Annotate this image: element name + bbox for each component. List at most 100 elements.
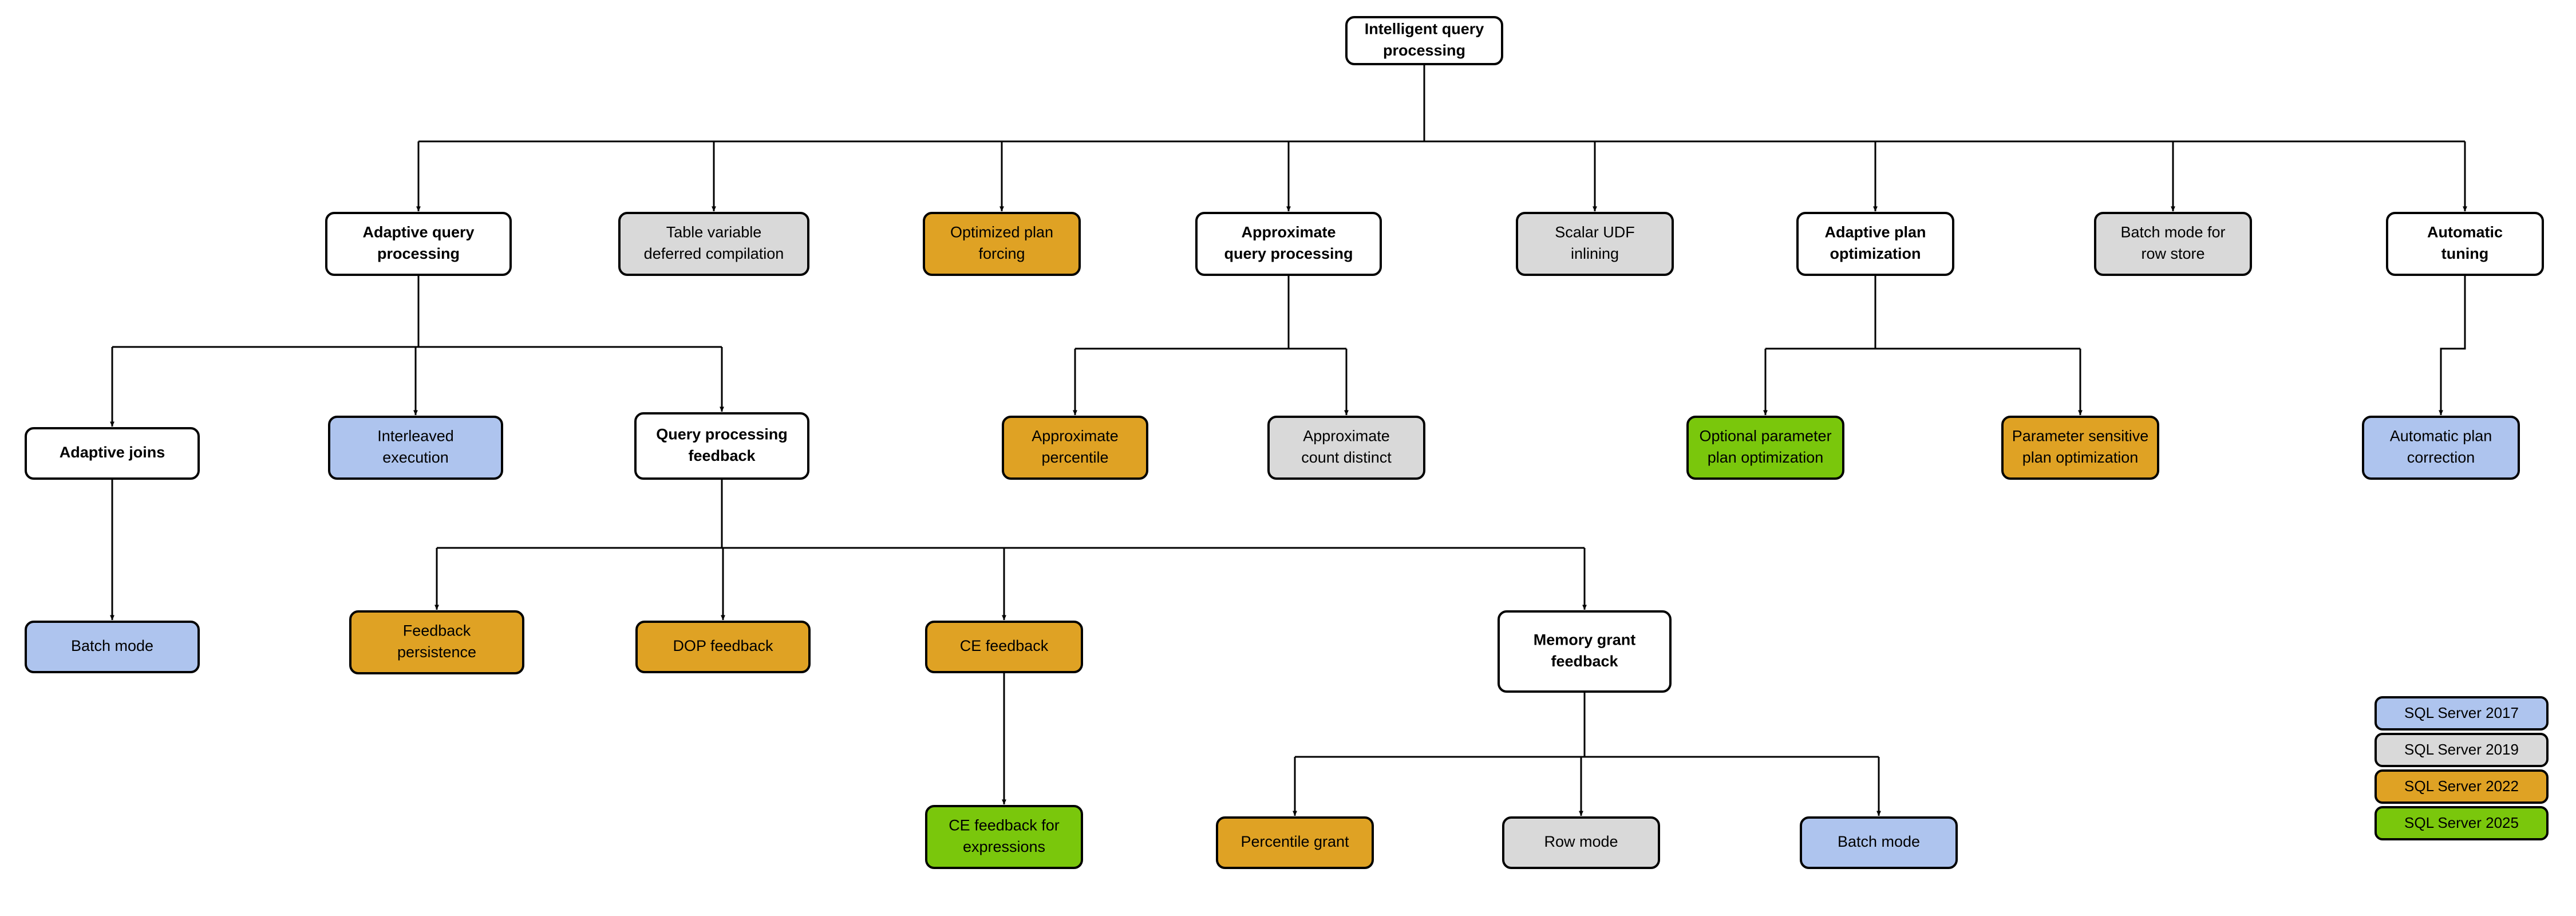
node-pctgrant[interactable]: Percentile grant: [1216, 816, 1374, 869]
node-box-interleaved[interactable]: [328, 416, 503, 480]
node-approxcd[interactable]: Approximate count distinct: [1267, 416, 1425, 480]
node-box-cefbexpr[interactable]: [925, 805, 1083, 869]
node-label-approxcd: count distinct: [1301, 449, 1392, 466]
legend-item-sql2022: SQL Server 2022: [2374, 769, 2549, 804]
legend-label-sql2022: SQL Server 2022: [2404, 777, 2519, 795]
node-box-qpf[interactable]: [634, 412, 809, 480]
node-oppo[interactable]: Optional parameter plan optimization: [1686, 416, 1844, 480]
legend-item-sql2025: SQL Server 2025: [2374, 806, 2549, 840]
node-label-oppo: plan optimization: [1708, 449, 1824, 466]
edge-group-mgf: [1293, 692, 1881, 816]
node-label-approxpct: percentile: [1041, 449, 1108, 466]
node-box-udf[interactable]: [1516, 212, 1674, 276]
node-box-cefb[interactable]: [925, 621, 1083, 673]
node-box-approxpct[interactable]: [1002, 416, 1148, 480]
node-label-apc: Automatic plan: [2390, 427, 2492, 444]
edge-group-approxqp: [1073, 275, 1349, 416]
node-label-fbpersist: persistence: [397, 643, 476, 661]
legend-swatch-sql2025: [2374, 806, 2549, 840]
node-label-mgf: feedback: [1551, 653, 1618, 670]
node-box-fbpersist[interactable]: [349, 610, 524, 674]
node-box-autotune[interactable]: [2386, 212, 2544, 276]
node-box-oppo[interactable]: [1686, 416, 1844, 480]
node-approxpct[interactable]: Approximate percentile: [1002, 416, 1148, 480]
node-box-tvdc[interactable]: [618, 212, 809, 276]
node-label-approxpct: Approximate: [1032, 427, 1119, 444]
node-apo[interactable]: Adaptive plan optimization: [1796, 212, 1954, 276]
node-label-interleaved: execution: [382, 449, 449, 466]
node-box-root[interactable]: [1345, 16, 1503, 65]
node-label-adaptivejoins: Adaptive joins: [60, 444, 165, 461]
edge-group-apo: [1763, 275, 2083, 416]
node-batchmode1[interactable]: Batch mode: [25, 621, 200, 673]
node-label-qpf: Query processing: [656, 425, 788, 443]
legend-swatch-sql2022: [2374, 769, 2549, 804]
node-box-approxqp[interactable]: [1195, 212, 1382, 276]
node-label-apo: Adaptive plan: [1824, 223, 1926, 240]
node-cefb[interactable]: CE feedback: [925, 621, 1083, 673]
node-label-apo: optimization: [1830, 245, 1921, 262]
node-box-opf[interactable]: [923, 212, 1081, 276]
node-label-mgf: Memory grant: [1534, 631, 1636, 648]
legend-item-sql2019: SQL Server 2019: [2374, 733, 2549, 767]
legend-label-sql2019: SQL Server 2019: [2404, 741, 2519, 758]
node-box-batchmode2[interactable]: [1800, 816, 1958, 869]
node-box-rowmode[interactable]: [1502, 816, 1660, 869]
node-box-adaptivejoins[interactable]: [25, 427, 200, 480]
node-box-apc[interactable]: [2362, 416, 2520, 480]
node-label-opf: forcing: [978, 245, 1025, 262]
node-label-rowmode: Row mode: [1544, 833, 1618, 850]
node-box-batchmode1[interactable]: [25, 621, 200, 673]
node-label-cefbexpr: CE feedback for: [949, 816, 1060, 834]
legend-label-sql2017: SQL Server 2017: [2404, 704, 2519, 721]
node-label-oppo: Optional parameter: [1699, 427, 1831, 444]
node-label-apc: correction: [2407, 449, 2475, 466]
node-batchmode2[interactable]: Batch mode: [1800, 816, 1958, 869]
edge-group-qpf: [434, 479, 1587, 621]
node-rowmode[interactable]: Row mode: [1502, 816, 1660, 869]
node-box-pspo[interactable]: [2001, 416, 2159, 480]
node-mgf[interactable]: Memory grant feedback: [1498, 610, 1672, 693]
node-approxqp[interactable]: Approximate query processing: [1195, 212, 1382, 276]
node-box-approxcd[interactable]: [1267, 416, 1425, 480]
legend-item-sql2017: SQL Server 2017: [2374, 696, 2549, 731]
node-box-pctgrant[interactable]: [1216, 816, 1374, 869]
node-label-bmrs: row store: [2141, 245, 2204, 262]
node-box-bmrs[interactable]: [2094, 212, 2252, 276]
node-apc[interactable]: Automatic plan correction: [2362, 416, 2520, 480]
node-label-pspo: plan optimization: [2022, 449, 2139, 466]
node-label-dopfb: DOP feedback: [673, 637, 773, 654]
edge-autotune-to-apc: [2439, 275, 2466, 416]
node-box-mgf[interactable]: [1498, 610, 1672, 693]
node-label-tvdc: deferred compilation: [644, 245, 784, 262]
node-box-apo[interactable]: [1796, 212, 1954, 276]
node-label-root: Intelligent query: [1365, 20, 1484, 37]
node-dopfb[interactable]: DOP feedback: [635, 621, 811, 673]
node-label-approxcd: Approximate: [1303, 427, 1390, 444]
node-label-udf: inlining: [1571, 245, 1619, 262]
node-adaptivejoins[interactable]: Adaptive joins: [25, 427, 200, 480]
node-label-approxqp: query processing: [1224, 245, 1353, 262]
node-label-approxqp: Approximate: [1241, 223, 1336, 240]
node-box-dopfb[interactable]: [635, 621, 811, 673]
node-label-autotune: Automatic: [2427, 223, 2503, 240]
legend-label-sql2025: SQL Server 2025: [2404, 814, 2519, 831]
legend-swatch-sql2019: [2374, 733, 2549, 767]
node-box-aqp[interactable]: [325, 212, 512, 276]
node-label-cefb: CE feedback: [960, 637, 1049, 654]
